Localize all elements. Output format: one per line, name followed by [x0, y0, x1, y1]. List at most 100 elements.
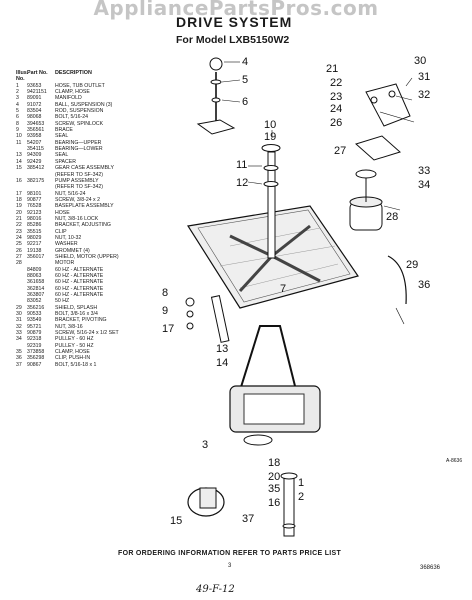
callout-label: 8 [162, 287, 168, 299]
callout-label: 7 [280, 283, 286, 295]
part-no-cell: 90877 [27, 196, 42, 203]
description-cell: SCREW, 3/8-24 x 2 [55, 196, 100, 203]
part-no-cell: 88063 [27, 273, 42, 279]
illus-no-cell: 34 [16, 336, 22, 343]
table-row: 88063 60 HZ - ALTERNATE [16, 273, 166, 279]
description-cell: HOSE [55, 209, 70, 216]
illus-no-cell: 10 [16, 133, 22, 140]
illus-no-cell: 21 [16, 215, 22, 222]
left-brace [210, 295, 230, 343]
callout-label: 13 [216, 343, 228, 355]
part-no-cell: 362814 [27, 285, 45, 292]
callout-label: 24 [330, 103, 342, 115]
drive-system-diagram: 4561019111272827333426242322213031328917… [162, 56, 462, 537]
illus-no-cell: 36 [16, 355, 22, 362]
illus-no-cell: 11 [16, 139, 22, 146]
description-cell: GROMMET (4) [55, 247, 90, 254]
ordering-note: FOR ORDERING INFORMATION REFER TO PARTS … [118, 550, 342, 557]
part-no-cell: 83052 [27, 298, 42, 305]
part-no-cell: 92318 [27, 336, 42, 343]
callout-label: 17 [162, 323, 174, 335]
illus-no-cell: 13 [16, 152, 22, 159]
callout-label: 19 [264, 131, 276, 143]
description-cell: NUT, 3/8-16 LOCK [55, 215, 99, 222]
description-cell: (REFER TO SF-342) [55, 171, 103, 178]
table-row: 18 90877 SCREW, 3/8-24 x 2 [16, 197, 166, 203]
description-cell: 60 HZ - ALTERNATE [55, 273, 104, 279]
illus-no-cell: 8 [16, 120, 19, 127]
illus-no-cell: 18 [16, 196, 22, 203]
model-subtitle: For Model LXB5150W2 [176, 34, 290, 46]
description-cell: SCREW, 5/16-24 x 1/2 SET [55, 330, 119, 337]
part-no-cell: 83504 [27, 108, 42, 115]
illus-no-cell: 3 [16, 95, 19, 102]
part-no-cell: 90879 [27, 330, 42, 337]
description-cell: ROD, SUSPENSION [55, 108, 104, 115]
description-cell: MANIFOLD [55, 95, 82, 102]
part-no-cell: 98016 [27, 215, 42, 222]
part-no-cell: 92217 [27, 241, 42, 248]
part-no-cell: 93549 [27, 317, 42, 324]
table-row: (REFER TO SF-342) [16, 184, 166, 190]
suspension-ball [209, 57, 223, 71]
callout-label: 29 [406, 259, 418, 271]
illus-no-cell: 20 [16, 209, 22, 216]
illus-no-cell: 35 [16, 349, 22, 356]
callout-label: 28 [386, 211, 398, 223]
illus-no-cell: 25 [16, 241, 22, 248]
illus-no-cell: 28 [16, 260, 22, 267]
illus-no-cell: 27 [16, 253, 22, 260]
callout-label: 2 [298, 491, 304, 503]
description-cell: CLAMP, HOSE [55, 89, 90, 96]
part-no-cell: 92123 [27, 209, 42, 216]
part-no-cell: 92319 [27, 342, 42, 349]
description-cell: SHIELD, SPLASH [55, 304, 98, 311]
callout-label: 21 [326, 63, 338, 75]
callout-label: 31 [418, 71, 430, 83]
description-cell: BRACE [55, 127, 73, 134]
doc-code: A-8636 [446, 458, 462, 464]
illus-no-cell: 31 [16, 317, 22, 324]
part-no-cell: 91072 [27, 101, 42, 108]
description-cell: BALL, SUSPENSION (3) [55, 101, 113, 108]
description-cell: BEARING—UPPER [55, 139, 102, 146]
handwritten-note: 49-F-12 [196, 584, 235, 595]
illus-no-cell: 37 [16, 361, 22, 368]
part-no-cell: 90867 [27, 361, 42, 368]
document-number: 368636 [420, 565, 441, 571]
description-cell: 60 HZ - ALTERNATE [55, 285, 104, 292]
callout-label: 35 [268, 483, 280, 495]
part-no-cell: 84809 [27, 266, 42, 273]
part-no-cell: 98068 [27, 114, 42, 121]
description-cell: BOLT, 5/16-24 [55, 114, 89, 121]
description-cell: BOLT, 3/8-16 x 3/4 [55, 311, 98, 318]
description-cell: NUT, 3/8-16 [55, 323, 83, 330]
illus-no-cell: 6 [16, 114, 19, 121]
description-cell: HOSE, TUB OUTLET [55, 82, 105, 89]
part-no-cell: 90533 [27, 311, 42, 318]
part-no-cell: 93653 [27, 82, 42, 89]
description-cell: CLIP, PUSH-IN [55, 355, 91, 362]
table-row: 20 92123 HOSE [16, 210, 166, 216]
motor-shield [355, 135, 401, 161]
